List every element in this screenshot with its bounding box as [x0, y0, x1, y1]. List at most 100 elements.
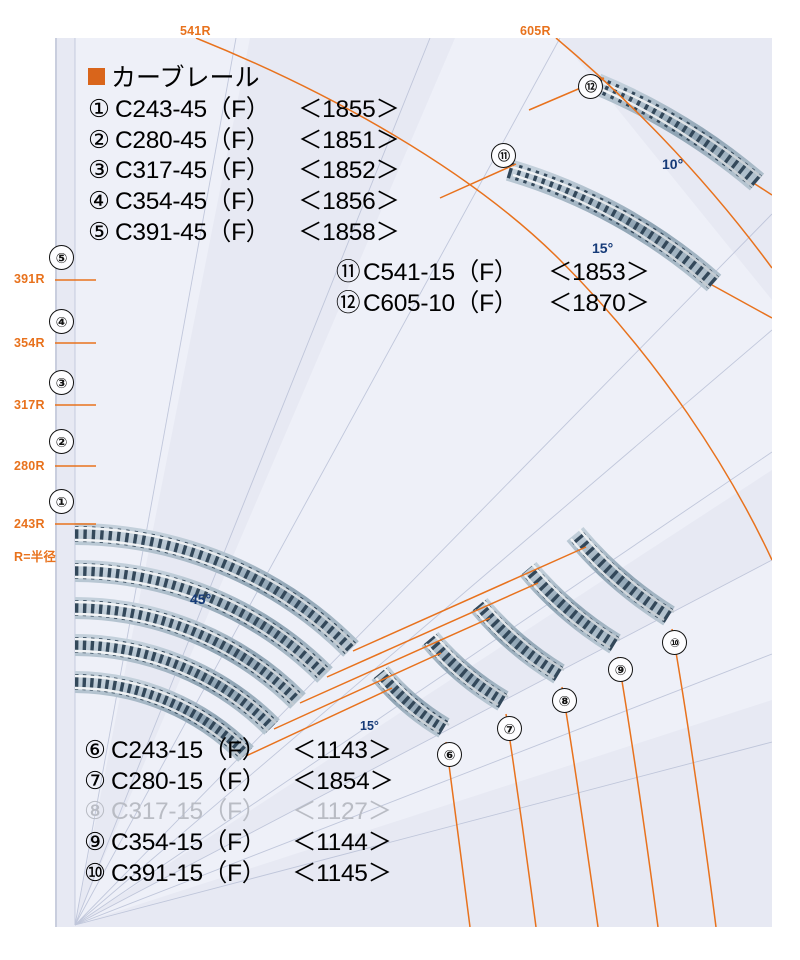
legend-name: C354-15（F） — [111, 829, 266, 857]
track-piece-7 — [421, 631, 509, 711]
track-piece-3 — [74, 597, 306, 709]
angle-label-45: 45° — [190, 591, 212, 607]
orange-ray-5 — [352, 546, 587, 652]
orange-arc-e — [671, 628, 717, 927]
radius-label-280: 280R — [14, 459, 45, 473]
orange-ray-1 — [245, 687, 393, 757]
legend-name: C605-10（F） — [363, 289, 518, 317]
legend-curve-rail-45: カーブレール ① C243-45（F） ＜1855＞ ② C280-45（F） … — [88, 58, 400, 249]
legend-name: C280-45（F） — [115, 126, 270, 154]
marker-12[interactable]: ⑫ — [578, 74, 603, 99]
legend-name: C243-15（F） — [111, 737, 266, 764]
legend-row[interactable]: ③ C317-45（F） ＜1852＞ — [88, 156, 400, 187]
marker-6[interactable]: ⑥ — [437, 742, 462, 767]
orange-ray-11b — [711, 284, 772, 319]
radial-guides — [74, 38, 772, 926]
marker-7[interactable]: ⑦ — [497, 716, 522, 741]
orange-ray-12b — [754, 183, 772, 196]
marker-9[interactable]: ⑨ — [608, 657, 633, 682]
legend-header: カーブレール — [88, 58, 400, 94]
legend-number: ② — [88, 126, 110, 154]
legend-number: ⑦ — [84, 767, 106, 795]
legend-curve-rail-large: ⑪ C541-15（F） ＜1853＞ ⑫ C605-10（F） ＜1870＞ — [336, 258, 650, 319]
radius-label-541: 541R — [180, 24, 211, 38]
track-piece-6 — [371, 665, 450, 738]
marker-8[interactable]: ⑧ — [552, 688, 577, 713]
marker-11[interactable]: ⑪ — [491, 143, 516, 168]
legend-number: ⑥ — [84, 737, 106, 764]
legend-row[interactable]: ① C243-45（F） ＜1855＞ — [88, 95, 400, 126]
angle-label-15-top: 15° — [592, 240, 614, 256]
track-piece-1 — [74, 671, 254, 762]
orange-arc-541 — [195, 38, 772, 561]
legend-code: ＜1852＞ — [297, 157, 400, 185]
legend-number: ⑪ — [336, 259, 361, 286]
legend-row[interactable]: ④ C354-45（F） ＜1856＞ — [88, 187, 400, 218]
legend-number: ④ — [88, 188, 110, 216]
legend-name: C541-15（F） — [363, 259, 518, 286]
legend-row[interactable]: ⑨ C354-15（F） ＜1144＞ — [84, 828, 394, 859]
legend-row-discontinued[interactable]: ⑧ C317-15（F） ＜1127＞ — [84, 797, 394, 828]
legend-name: C391-45（F） — [115, 218, 270, 246]
marker-5[interactable]: ⑤ — [49, 245, 74, 270]
orange-ray-4 — [326, 582, 539, 678]
legend-number: ③ — [88, 157, 110, 185]
radius-label-391: 391R — [14, 272, 45, 286]
legend-number: ⑫ — [336, 289, 361, 317]
legend-title: カーブレール — [111, 64, 260, 92]
orange-ray-3 — [299, 617, 491, 704]
legend-number: ⑧ — [84, 798, 106, 826]
legend-number: ① — [88, 96, 110, 123]
legend-code: ＜1858＞ — [297, 218, 400, 246]
legend-code: ＜1855＞ — [297, 96, 400, 123]
panel-left-edge — [55, 38, 57, 927]
legend-name: C280-15（F） — [111, 767, 266, 795]
legend-name: C391-15（F） — [111, 859, 266, 887]
orange-ray-2 — [273, 652, 442, 730]
marker-3[interactable]: ③ — [49, 370, 74, 395]
marker-4[interactable]: ④ — [49, 309, 74, 334]
legend-number: ⑤ — [88, 218, 110, 246]
legend-code: ＜1853＞ — [547, 259, 650, 286]
marker-1[interactable]: ① — [49, 489, 74, 514]
legend-row[interactable]: ⑫ C605-10（F） ＜1870＞ — [336, 289, 650, 320]
legend-row[interactable]: ⑩ C391-15（F） ＜1145＞ — [84, 859, 394, 890]
orange-arc-d — [617, 656, 659, 927]
radius-legend-note: R=半径 — [14, 550, 57, 564]
marker-10[interactable]: ⑩ — [662, 630, 687, 655]
legend-name: C243-45（F） — [115, 96, 270, 123]
legend-number: ⑩ — [84, 859, 106, 887]
track-piece-10 — [566, 526, 675, 626]
track-pieces — [74, 73, 765, 762]
legend-code: ＜1870＞ — [547, 289, 650, 317]
legend-code: ＜1856＞ — [297, 188, 400, 216]
orange-square-icon — [88, 67, 105, 85]
legend-code: ＜1851＞ — [297, 126, 400, 154]
legend-name: C317-45（F） — [115, 157, 270, 185]
marker-2[interactable]: ② — [49, 429, 74, 454]
orange-radius-lines — [55, 38, 772, 927]
legend-row[interactable]: ② C280-45（F） ＜1851＞ — [88, 126, 400, 157]
legend-row[interactable]: ⑦ C280-15（F） ＜1854＞ — [84, 767, 394, 798]
legend-code: ＜1127＞ — [291, 798, 392, 826]
track-piece-11 — [504, 159, 722, 292]
orange-ray-11 — [439, 163, 517, 199]
legend-row[interactable]: ⑥ C243-15（F） ＜1143＞ — [84, 736, 394, 767]
orange-arc-605 — [555, 38, 772, 269]
legend-row[interactable]: ⑪ C541-15（F） ＜1853＞ — [336, 258, 650, 289]
angle-label-10: 10° — [662, 156, 684, 172]
legend-number: ⑨ — [84, 829, 106, 857]
track-piece-2 — [74, 634, 280, 735]
track-piece-5 — [74, 523, 359, 657]
track-piece-9 — [519, 561, 621, 654]
legend-name: C317-15（F） — [111, 798, 266, 826]
legend-row[interactable]: ⑤ C391-45（F） ＜1858＞ — [88, 218, 400, 249]
legend-code: ＜1854＞ — [291, 767, 394, 795]
legend-curve-rail-15: ⑥ C243-15（F） ＜1143＞ ⑦ C280-15（F） ＜1854＞ … — [84, 736, 394, 890]
orange-arc-c — [561, 686, 599, 927]
track-piece-4 — [74, 560, 333, 683]
radius-label-605: 605R — [520, 24, 551, 38]
legend-code: ＜1145＞ — [291, 859, 392, 887]
